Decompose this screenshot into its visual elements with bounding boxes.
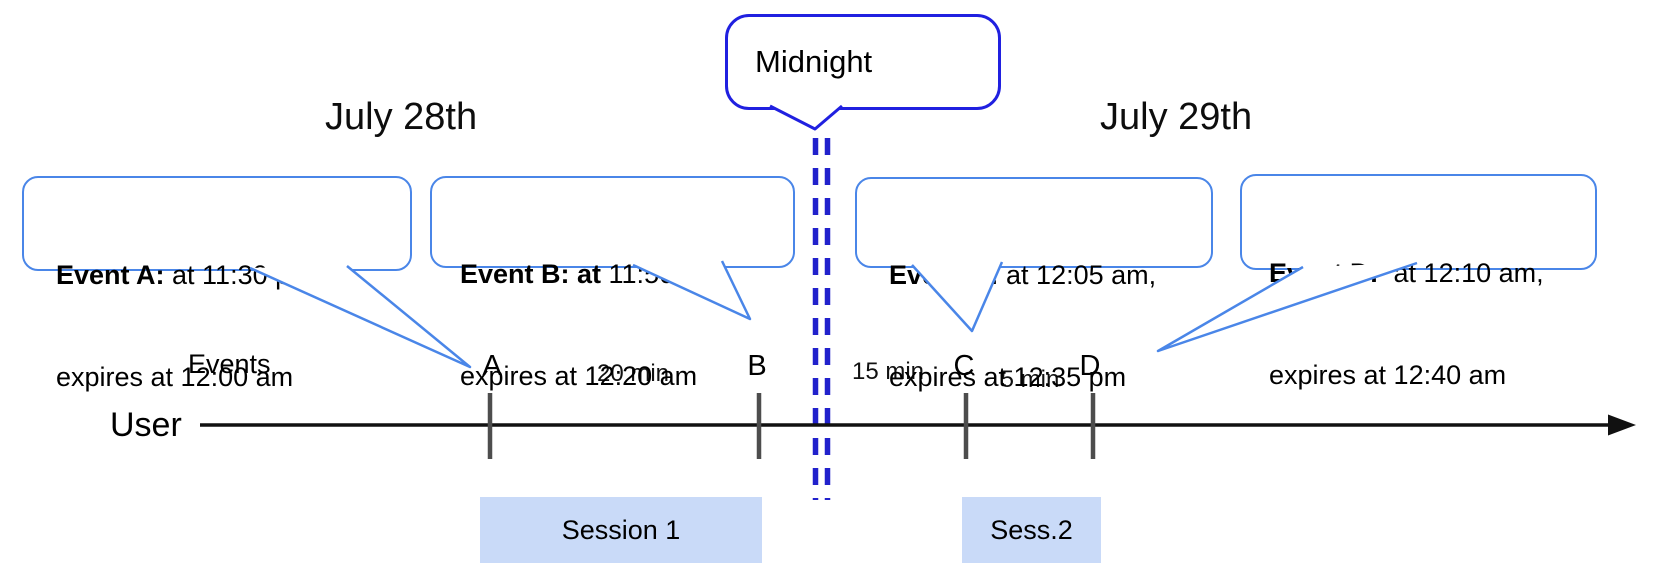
marker-label-a: A: [482, 350, 502, 382]
user-axis-label: User: [110, 406, 182, 444]
event-b-line2: expires at 12:20 am: [460, 361, 698, 391]
session-1-box: Session 1: [480, 497, 762, 563]
event-a-line1: Event A: at 11:30 pm,: [56, 260, 321, 290]
gap-label-15min: 15 min: [851, 358, 925, 385]
date-label-july-29: July 29th: [1100, 96, 1253, 138]
event-c-line1: Event C: at 12:05 am,: [889, 260, 1157, 290]
marker-label-c: C: [953, 350, 975, 382]
midnight-callout: Midnight: [725, 14, 1001, 110]
session-2-label: Sess.2: [990, 514, 1073, 545]
midnight-label: Midnight: [755, 44, 873, 79]
session-2-box: Sess.2: [962, 497, 1101, 563]
gap-label-5min: 5 min: [1000, 366, 1060, 393]
event-d-line1: Event D: at 12:10 am,: [1269, 258, 1544, 288]
event-d-line2: expires at 12:40 am: [1269, 360, 1507, 390]
session-1-label: Session 1: [561, 514, 681, 545]
event-c-callout: Event C: at 12:05 am, expires at 12:35 p…: [855, 177, 1213, 392]
midnight-dashed-line: [812, 138, 831, 500]
callout-tails: [249, 260, 1418, 369]
event-b-callout: Event B: at 11:50 pm, expires at 12:20 a…: [430, 176, 795, 391]
event-d-callout: Event D: at 12:10 am, expires at 12:40 a…: [1240, 174, 1597, 390]
event-b-line1: Event B: at 11:50 pm,: [460, 259, 727, 289]
gap-label-20min: 20 min: [596, 360, 670, 387]
event-c-line2: expires at 12:35 pm: [889, 362, 1127, 392]
marker-label-d: D: [1079, 350, 1101, 382]
event-a-line2: expires at 12:00 am: [56, 362, 294, 392]
date-label-july-28: July 28th: [325, 96, 478, 138]
event-a-callout: Event A: at 11:30 pm, expires at 12:00 a…: [22, 176, 412, 392]
marker-label-b: B: [747, 350, 767, 382]
